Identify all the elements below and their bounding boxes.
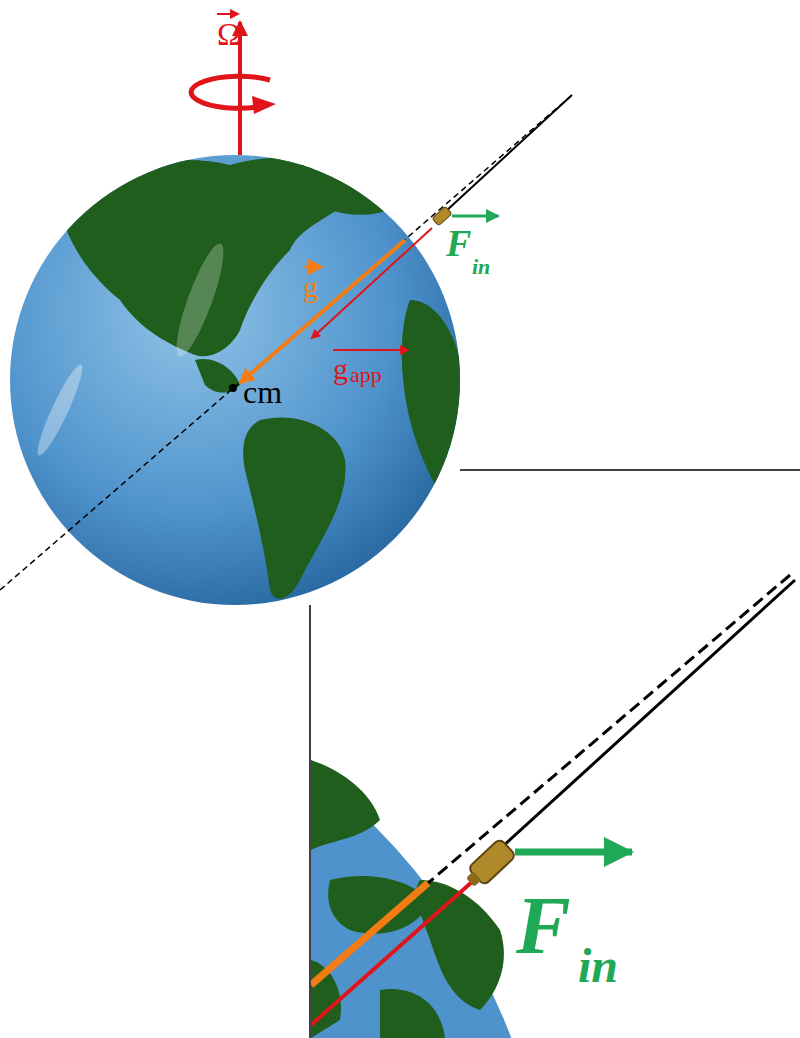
gravity-symbol: g	[303, 272, 318, 302]
center-of-mass-label: cm	[243, 376, 282, 408]
force-subscript: in	[472, 256, 490, 278]
force-symbol: F	[516, 885, 571, 967]
force-subscript: in	[578, 942, 618, 990]
force-symbol: F	[446, 224, 471, 262]
rotation-symbol: Ω	[217, 18, 241, 50]
apparent-gravity-subscript: app	[350, 364, 382, 386]
apparent-gravity-symbol: g	[333, 354, 348, 384]
